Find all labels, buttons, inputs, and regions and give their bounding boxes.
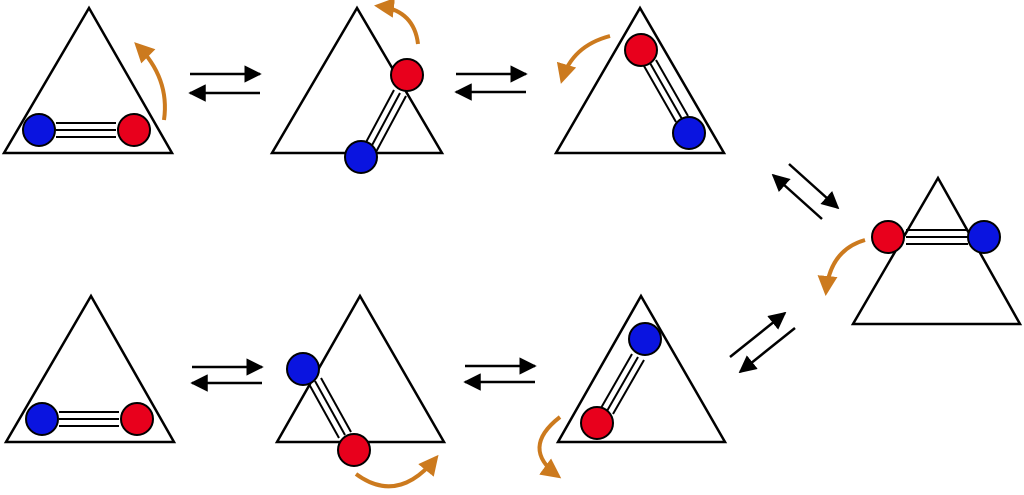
triple-bond: [308, 377, 352, 439]
red-atom: [624, 33, 658, 67]
equilibrium-arrow-3: [771, 163, 840, 220]
triple-bond: [56, 122, 116, 138]
equilibrium-arrow-5: [463, 357, 537, 391]
triangle-outline: [1, 5, 175, 155]
red-atom: [337, 433, 371, 467]
panel-6: [274, 293, 447, 489]
motion-arrow: [354, 454, 439, 489]
blue-atom: [672, 116, 706, 150]
panel-1: [1, 5, 175, 155]
triple-bond: [363, 89, 407, 153]
red-atom: [120, 402, 154, 436]
triple-bond: [600, 353, 645, 415]
blue-atom: [344, 140, 378, 174]
blue-atom: [286, 352, 320, 386]
equilibrium-arrow-1: [188, 65, 262, 102]
triple-bond: [643, 59, 689, 123]
triple-bond: [906, 229, 968, 245]
motion-arrow: [556, 34, 611, 84]
motion-arrow: [817, 238, 866, 296]
blue-atom: [628, 322, 662, 356]
triangle-outline: [553, 5, 727, 155]
blue-atom: [22, 113, 56, 147]
triangle-outline: [850, 175, 1023, 326]
blue-atom: [25, 402, 59, 436]
panel-5: [537, 293, 728, 479]
equilibrium-arrow-6: [190, 358, 264, 392]
motion-arrow: [374, 0, 420, 45]
blue-atom: [967, 220, 1001, 254]
panel-4: [817, 175, 1023, 326]
triangle-outline: [555, 293, 728, 444]
equilibrium-arrow-2: [454, 65, 528, 101]
equilibrium-arrow-4: [729, 311, 796, 374]
panel-2: [269, 0, 445, 174]
red-atom: [390, 58, 424, 92]
motion-arrow: [134, 42, 167, 121]
triangle-outline: [3, 293, 177, 444]
panel-3: [553, 5, 727, 155]
motion-arrow: [537, 415, 562, 479]
red-atom: [871, 220, 905, 254]
panel-7: [3, 293, 177, 444]
red-atom: [117, 113, 151, 147]
triple-bond: [59, 411, 119, 427]
red-atom: [580, 406, 614, 440]
